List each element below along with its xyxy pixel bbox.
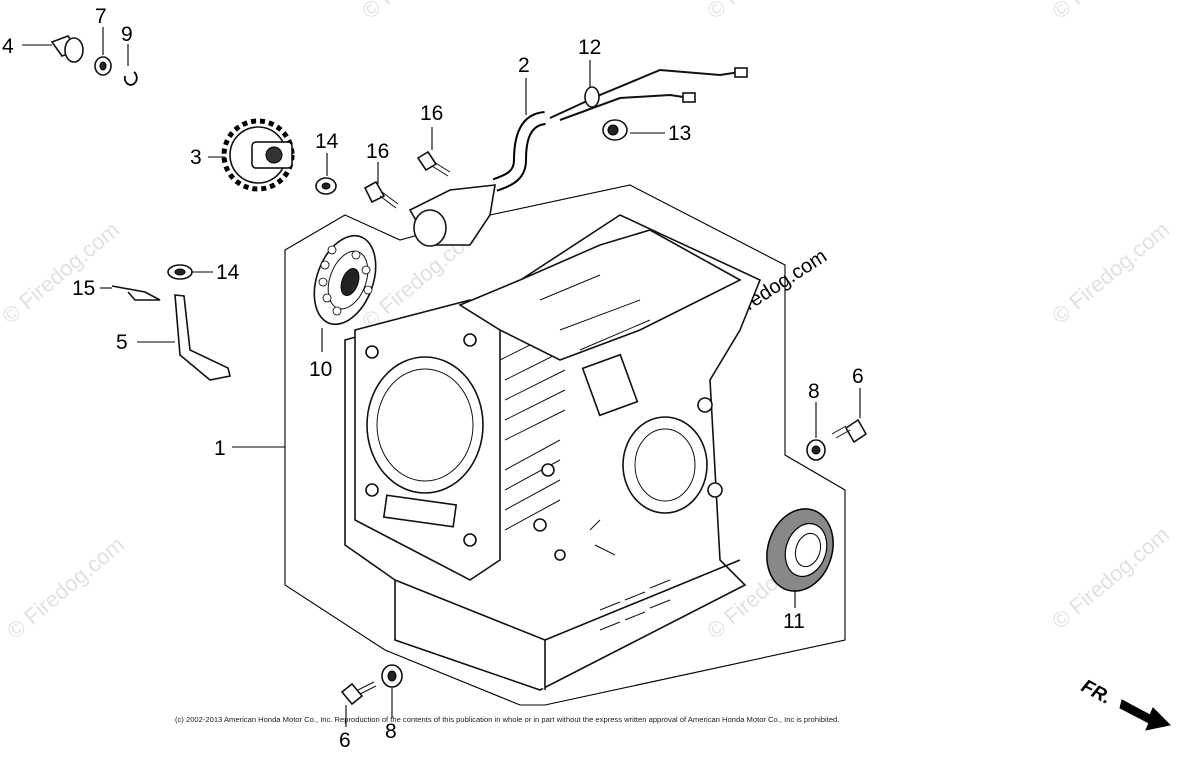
callout-6: 6 xyxy=(339,729,351,752)
watermark: © Firedog.com xyxy=(1047,522,1174,634)
callout-8: 8 xyxy=(808,380,820,403)
callout-14: 14 xyxy=(315,130,339,153)
washer xyxy=(806,439,826,461)
callout-5: 5 xyxy=(116,331,128,354)
crankshaft-boss xyxy=(622,416,708,514)
callout-16: 16 xyxy=(366,140,389,163)
retaining-clip xyxy=(111,285,161,301)
governor-shaft-pin xyxy=(50,35,84,63)
callout-11: 11 xyxy=(783,610,805,633)
watermark: © Firedog.com xyxy=(1047,0,1174,24)
watermark: © Firedog.com xyxy=(1047,217,1174,329)
governor-arm xyxy=(174,294,231,381)
copyright-notice: (c) 2002-2013 American Honda Motor Co., … xyxy=(175,715,839,724)
cylinder-bore xyxy=(366,356,484,494)
callout-3: 3 xyxy=(190,146,202,169)
callout-16: 16 xyxy=(420,102,443,125)
flange-bolt xyxy=(416,150,451,177)
callout-13: 13 xyxy=(668,122,691,145)
callout-6: 6 xyxy=(852,365,864,388)
callout-8: 8 xyxy=(385,720,397,743)
flange-bolt xyxy=(340,681,377,706)
leader-lines xyxy=(22,27,861,727)
callout-15: 15 xyxy=(72,277,95,300)
front-direction-marker: FR. xyxy=(1078,676,1172,731)
callout-1: 1 xyxy=(214,437,226,460)
wire-harness xyxy=(549,67,748,121)
callout-labels: 4 7 9 3 14 16 16 2 12 13 14 15 5 10 1 8 … xyxy=(2,5,864,752)
washer xyxy=(381,664,403,688)
callout-12: 12 xyxy=(578,36,601,59)
washer xyxy=(315,177,337,195)
watermark: © Firedog.com xyxy=(2,532,129,644)
front-label: FR. xyxy=(1078,676,1115,709)
ball-bearing xyxy=(313,234,377,326)
crankcase-block xyxy=(344,214,762,691)
breather-tube xyxy=(408,111,547,247)
flange-bolt xyxy=(831,418,868,444)
oil-seal xyxy=(766,508,834,592)
front-arrow-icon xyxy=(1119,699,1172,731)
watermark: © Firedog.com xyxy=(0,217,124,329)
callout-14: 14 xyxy=(216,261,240,284)
callout-7: 7 xyxy=(95,5,107,28)
governor-gear xyxy=(221,118,295,192)
flange-bolt xyxy=(363,180,399,209)
callout-10: 10 xyxy=(309,358,332,381)
watermark: © Firedog.com xyxy=(702,0,829,24)
callout-4: 4 xyxy=(2,35,14,58)
washer xyxy=(167,264,193,280)
washer xyxy=(94,56,112,76)
snap-ring xyxy=(123,71,138,86)
grommet xyxy=(602,119,628,141)
callout-9: 9 xyxy=(121,23,133,46)
watermark: © Firedog.com xyxy=(357,0,484,24)
callout-2: 2 xyxy=(518,54,530,77)
